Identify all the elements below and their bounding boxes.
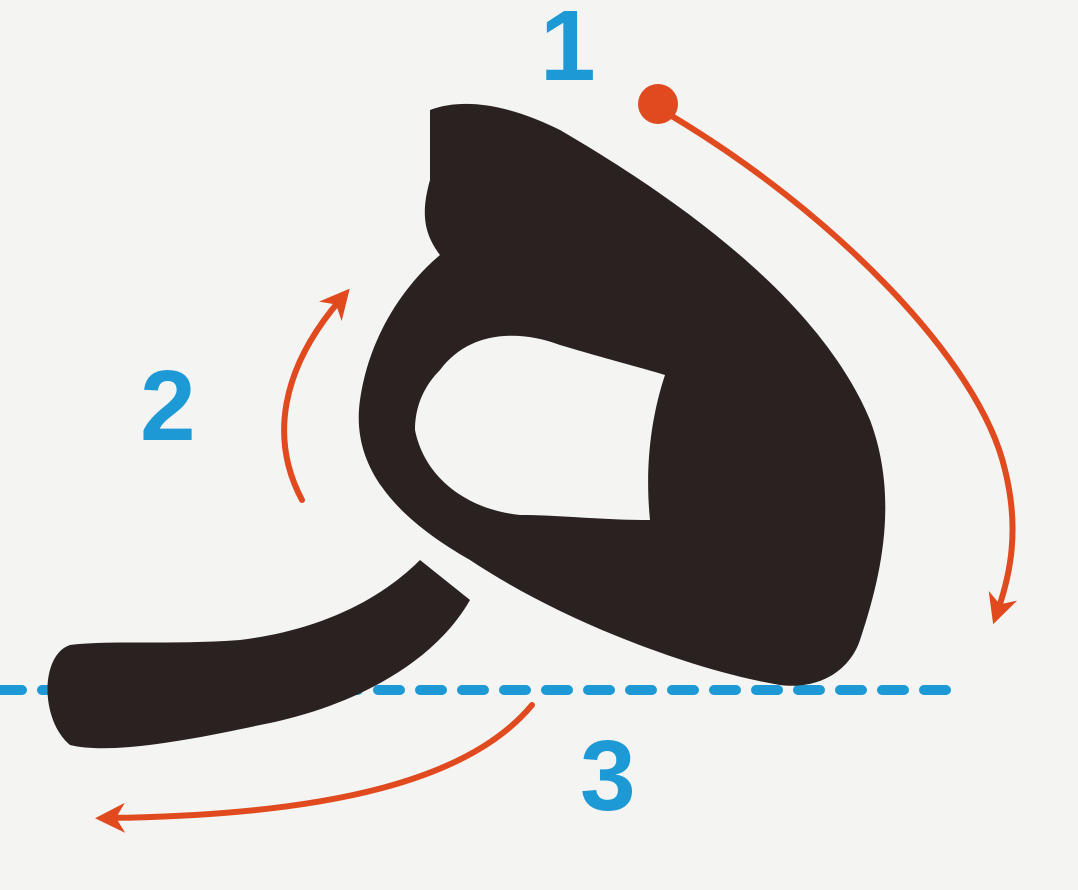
step-label-3: 3 (580, 720, 636, 832)
step-label-1: 1 (540, 0, 596, 102)
step-label-2: 2 (140, 350, 196, 462)
letter-tail (48, 560, 471, 748)
stroke-arrow-2-icon (284, 300, 340, 500)
